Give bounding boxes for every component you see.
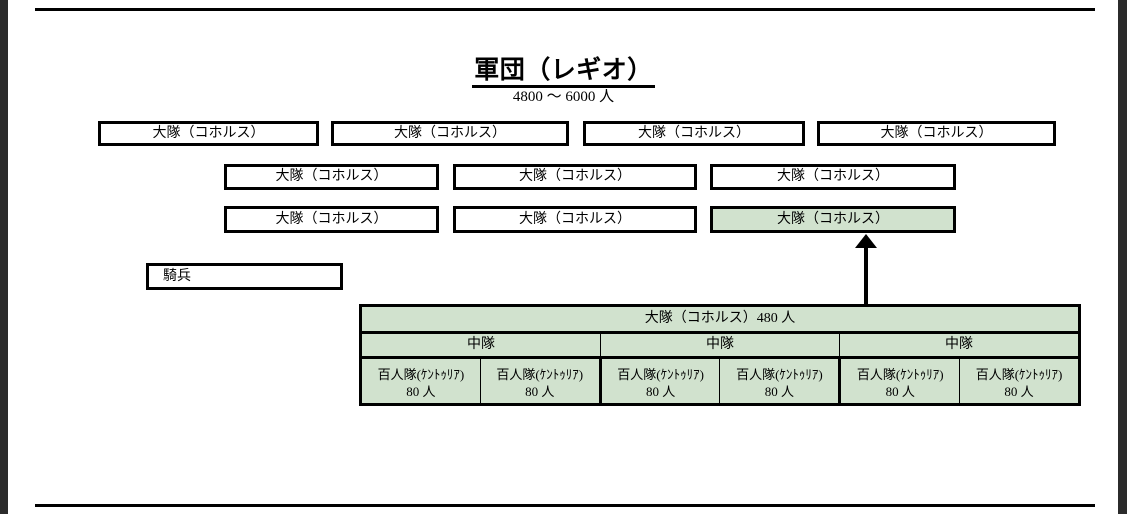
century-cell-4-count: 80 人 <box>764 383 795 399</box>
detail-century-row: 百人隊(ｹﾝﾄｩﾘｱ) 80 人 百人隊(ｹﾝﾄｩﾘｱ) 80 人 百人隊(ｹﾝ… <box>362 356 1078 403</box>
cohort-box-2[interactable]: 大隊（コホルス） <box>331 121 569 146</box>
cohort-box-3[interactable]: 大隊（コホルス） <box>583 121 805 146</box>
century-cell-2-name: 百人隊(ｹﾝﾄｩﾘｱ) <box>496 366 584 382</box>
detail-maniple-row: 中隊 中隊 中隊 <box>362 331 1078 356</box>
cohort-box-6[interactable]: 大隊（コホルス） <box>453 164 697 190</box>
maniple-cell-3[interactable]: 中隊 <box>839 334 1078 356</box>
detail-table-header-row: 大隊（コホルス）480 人 <box>362 307 1078 331</box>
century-cell-5-count: 80 人 <box>885 383 915 399</box>
century-cell-2-count: 80 人 <box>525 383 555 399</box>
maniple-cell-2[interactable]: 中隊 <box>600 334 839 356</box>
cohort-box-6-label: 大隊（コホルス） <box>519 169 631 184</box>
century-cell-4-name: 百人隊(ｹﾝﾄｩﾘｱ) <box>736 366 823 382</box>
century-cell-6-count: 80 人 <box>1004 383 1034 399</box>
century-cell-3-name: 百人隊(ｹﾝﾄｩﾘｱ) <box>617 366 704 382</box>
century-cell-4[interactable]: 百人隊(ｹﾝﾄｩﾘｱ) 80 人 <box>719 359 839 403</box>
cohort-box-1-label: 大隊（コホルス） <box>152 125 265 141</box>
century-cell-5-name: 百人隊(ｹﾝﾄｩﾘｱ) <box>856 366 944 382</box>
page-rule-top <box>35 8 1095 11</box>
page-gutter-left <box>0 0 8 514</box>
cohort-box-8-label: 大隊（コホルス） <box>275 211 388 227</box>
cohort-box-10-highlighted[interactable]: 大隊（コホルス） <box>710 206 956 233</box>
connector-arrow-head-icon <box>855 234 877 248</box>
detail-cohort-header-label: 大隊（コホルス）480 人 <box>644 311 796 326</box>
cohort-box-10-label: 大隊（コホルス） <box>777 211 889 227</box>
cavalry-label: 騎兵 <box>163 268 191 284</box>
page-gutter-right <box>1118 0 1127 514</box>
cohort-box-1[interactable]: 大隊（コホルス） <box>98 121 319 146</box>
page-title: 軍団（レギオ） <box>0 56 1127 88</box>
detail-cohort-header-cell: 大隊（コホルス）480 人 <box>362 307 1078 331</box>
century-cell-1-name: 百人隊(ｹﾝﾄｩﾘｱ) <box>377 366 465 382</box>
page-title-text: 軍団（レギオ） <box>472 57 655 88</box>
cohort-box-5[interactable]: 大隊（コホルス） <box>224 164 439 190</box>
connector-arrow-shaft <box>864 247 868 305</box>
cohort-box-4-label: 大隊（コホルス） <box>880 125 993 141</box>
century-cell-5[interactable]: 百人隊(ｹﾝﾄｩﾘｱ) 80 人 <box>838 359 960 403</box>
cohort-box-7-label: 大隊（コホルス） <box>777 169 889 184</box>
maniple-cell-3-label: 中隊 <box>945 337 973 352</box>
maniple-cell-1[interactable]: 中隊 <box>362 334 600 356</box>
century-cell-3-count: 80 人 <box>645 383 676 399</box>
maniple-cell-2-label: 中隊 <box>706 337 734 352</box>
cohort-box-4[interactable]: 大隊（コホルス） <box>817 121 1056 146</box>
cohort-box-9-label: 大隊（コホルス） <box>519 211 631 227</box>
century-cell-1-count: 80 人 <box>406 383 436 399</box>
cavalry-box[interactable]: 騎兵 <box>146 263 343 290</box>
cohort-box-7[interactable]: 大隊（コホルス） <box>710 164 956 190</box>
cohort-box-5-label: 大隊（コホルス） <box>275 169 388 184</box>
cohort-box-8[interactable]: 大隊（コホルス） <box>224 206 439 233</box>
page-subtitle: 4800 ～ 6000 人 <box>512 89 615 105</box>
century-cell-2[interactable]: 百人隊(ｹﾝﾄｩﾘｱ) 80 人 <box>479 359 599 403</box>
cohort-detail-table: 大隊（コホルス）480 人 中隊 中隊 中隊 百人隊(ｹﾝﾄｩﾘｱ) 80 人 … <box>359 304 1081 406</box>
century-cell-3[interactable]: 百人隊(ｹﾝﾄｩﾘｱ) 80 人 <box>598 359 720 403</box>
page-rule-bottom <box>35 504 1095 507</box>
cohort-box-3-label: 大隊（コホルス） <box>638 125 750 141</box>
maniple-cell-1-label: 中隊 <box>467 337 495 352</box>
cohort-box-9[interactable]: 大隊（コホルス） <box>453 206 697 233</box>
century-cell-1[interactable]: 百人隊(ｹﾝﾄｩﾘｱ) 80 人 <box>362 359 480 403</box>
century-cell-6-name: 百人隊(ｹﾝﾄｩﾘｱ) <box>975 366 1063 382</box>
century-cell-6[interactable]: 百人隊(ｹﾝﾄｩﾘｱ) 80 人 <box>959 359 1078 403</box>
cohort-box-2-label: 大隊（コホルス） <box>394 125 506 141</box>
